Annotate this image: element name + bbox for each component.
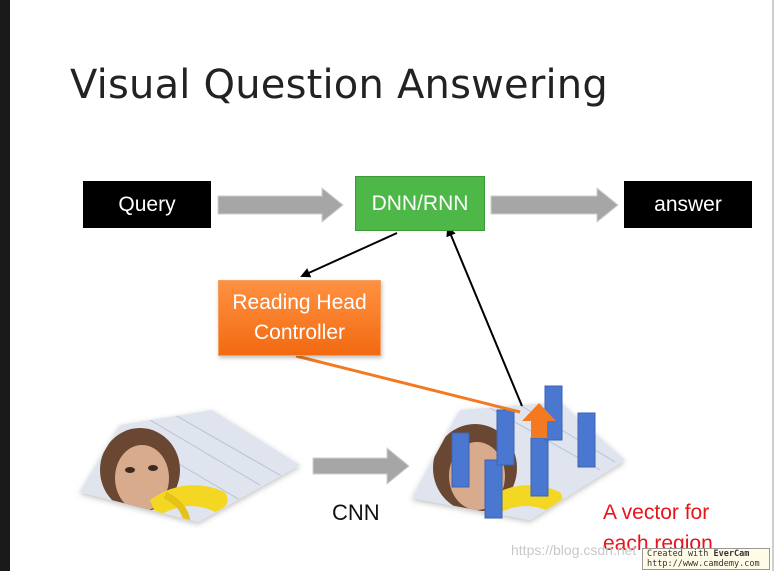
answer-label: answer	[654, 192, 722, 216]
dnn-rnn-label: DNN/RNN	[371, 191, 469, 215]
dnn-to-reading-head-arrow	[300, 232, 398, 278]
evercam-brand: EverCam	[713, 549, 750, 559]
reading-head-controller-box: Reading Head Controller	[218, 280, 381, 356]
csdn-watermark: https://blog.csdn.net	[511, 542, 637, 558]
dnn-rnn-box: DNN/RNN	[355, 176, 485, 231]
answer-box: answer	[624, 181, 752, 228]
evercam-url: http://www.camdemy.com	[647, 559, 760, 569]
input-image	[80, 410, 300, 522]
region-bar	[577, 412, 596, 468]
query-to-dnn-arrow	[217, 186, 344, 224]
slide-left-edge	[0, 0, 10, 571]
cnn-block-arrow	[312, 446, 410, 486]
evercam-badge: Created with EverCam http://www.camdemy.…	[642, 548, 770, 570]
region-bar	[530, 437, 549, 497]
slide-right-edge	[772, 0, 774, 571]
region-vector-bars	[451, 385, 596, 519]
dnn-to-answer-arrow	[490, 186, 619, 224]
attention-arrow	[295, 354, 556, 438]
evercam-prefix: Created with	[647, 549, 714, 559]
reading-head-label-line2: Controller	[253, 321, 346, 344]
query-box: Query	[83, 181, 211, 228]
reading-head-label-line1: Reading Head	[232, 291, 367, 314]
query-label: Query	[118, 192, 176, 216]
region-bar	[496, 409, 515, 466]
vector-region-label: A vector for each region	[603, 497, 773, 559]
vector-to-dnn-arrow	[446, 226, 523, 407]
region-bar	[451, 432, 470, 488]
cnn-label: CNN	[332, 500, 380, 525]
region-bar	[484, 459, 503, 519]
slide-title: Visual Question Answering	[70, 62, 608, 108]
vector-label-line1: A vector for	[603, 501, 710, 524]
